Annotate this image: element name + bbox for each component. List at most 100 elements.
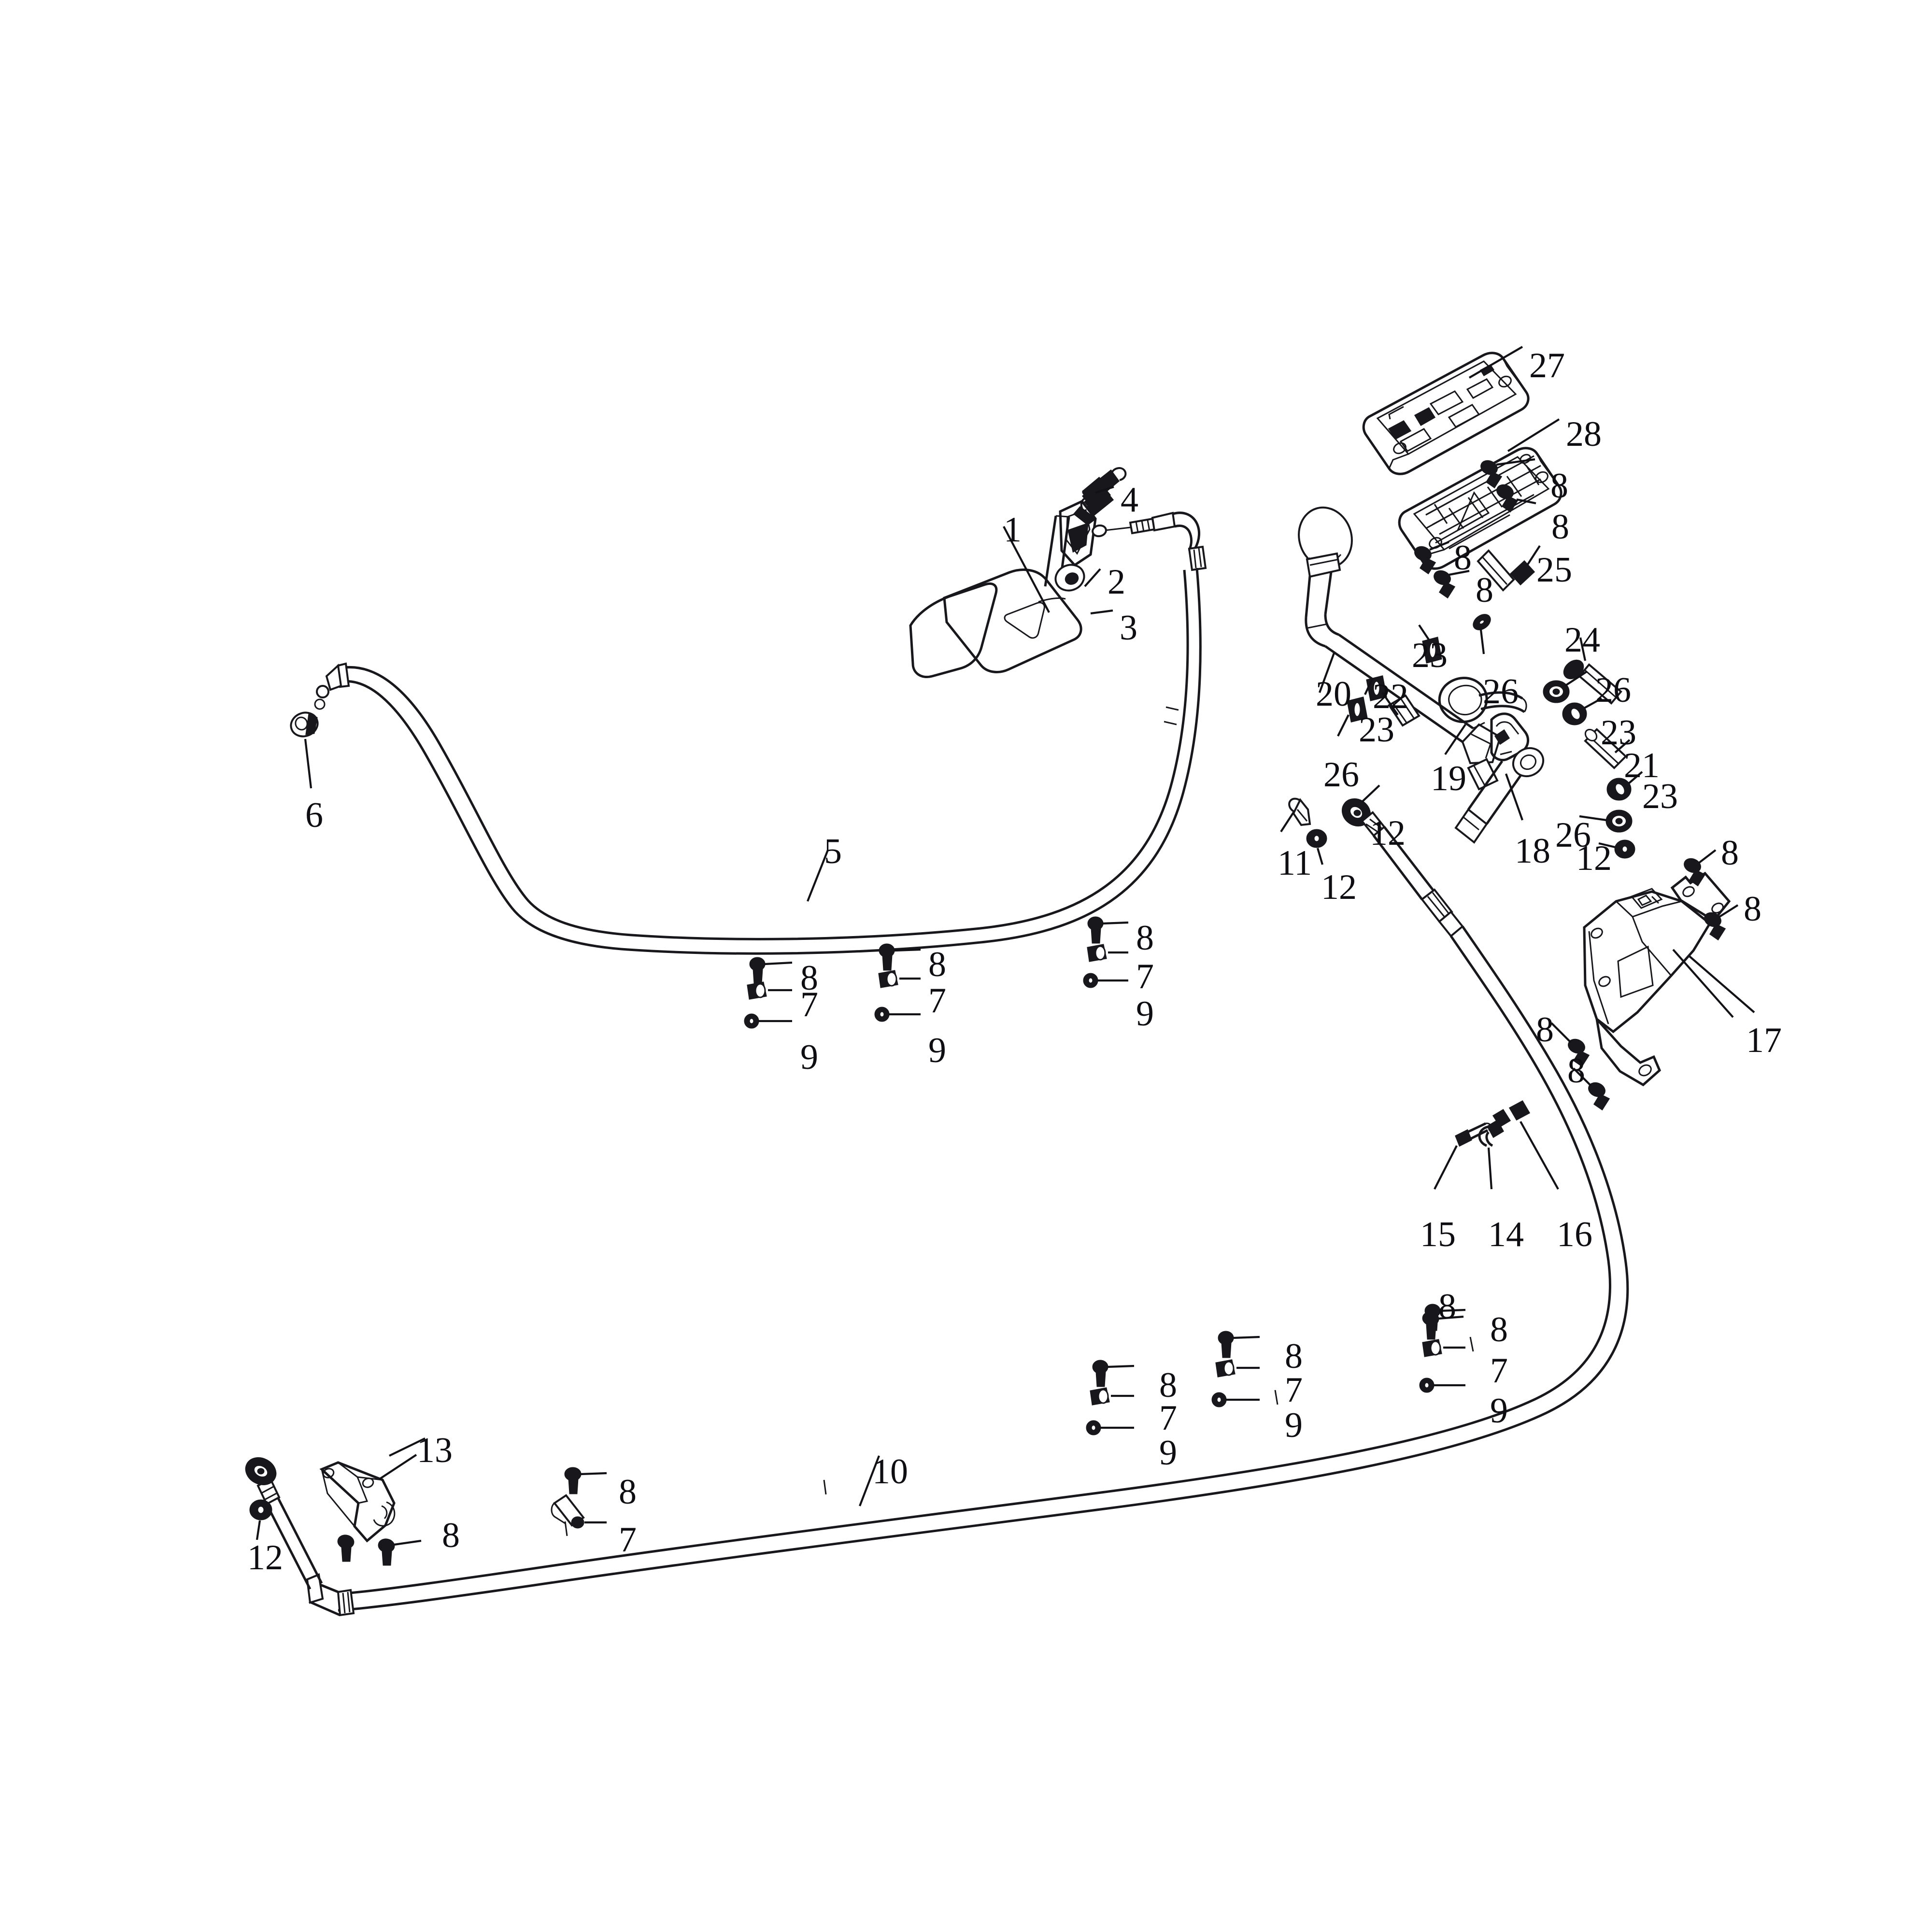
callout-8-n: 8 [619, 1472, 637, 1512]
hardware-cluster-upper-left [744, 957, 793, 1029]
callout-7-f: 7 [1285, 1370, 1303, 1410]
callout-23-b: 23 [1359, 710, 1394, 750]
callout-9-c: 9 [1136, 994, 1154, 1034]
callout-7-e: 7 [1159, 1398, 1177, 1438]
callout-8-m: 8 [442, 1516, 460, 1555]
callout-8-b: 8 [928, 945, 946, 984]
callout-11: 11 [1278, 843, 1312, 883]
callout-20: 20 [1316, 674, 1351, 714]
callout-8-a: 8 [800, 958, 818, 998]
callout-12-b: 12 [1370, 813, 1406, 853]
callout-7-a: 7 [800, 985, 818, 1024]
leader-3 [1090, 609, 1113, 615]
leader-10 [859, 1455, 880, 1506]
leader-1 [1003, 526, 1050, 613]
callout-8-g: 8 [1476, 570, 1493, 610]
callout-9-d: 9 [1159, 1433, 1177, 1473]
leader-18 [1505, 773, 1523, 821]
part-shifter-base-plate [1362, 352, 1530, 475]
part-shifter-trim-bezel [1398, 447, 1563, 570]
hardware-pivot-set [1337, 545, 1643, 859]
callout-8-j: 8 [1536, 1010, 1554, 1050]
callout-8-p: 8 [1285, 1336, 1303, 1376]
hardware-shifter-bolts [1414, 458, 1536, 599]
callout-8-l: 8 [1438, 1287, 1456, 1326]
hardware-cluster-lower-b [1211, 1331, 1260, 1407]
callout-12-a: 12 [1321, 867, 1357, 907]
callout-6: 6 [305, 796, 323, 835]
callout-25: 25 [1536, 550, 1572, 590]
part-shift-lever-boot-retainer [1438, 677, 1527, 723]
leader-6 [304, 739, 313, 789]
callout-22: 22 [1373, 677, 1408, 716]
callout-5: 5 [824, 832, 842, 871]
leader-17 [1689, 955, 1755, 1013]
callout-21: 21 [1624, 746, 1660, 785]
leader-28 [1507, 418, 1560, 452]
callout-14: 14 [1488, 1215, 1524, 1254]
callout-7-d: 7 [619, 1520, 637, 1560]
leader-lines [304, 346, 1755, 1506]
part-shift-cable-mounting-bracket [1422, 849, 1739, 1340]
callout-8-f: 8 [1454, 538, 1472, 578]
hardware-cluster-upper-middle [874, 943, 921, 1022]
callout-10: 10 [872, 1452, 908, 1492]
callout-18: 18 [1515, 831, 1550, 871]
callout-19: 19 [1431, 759, 1466, 798]
part-accelerator-pedal-arm [909, 499, 1097, 678]
hardware-cluster-lower-c [1419, 1304, 1466, 1393]
callout-8-d: 8 [1550, 466, 1568, 506]
callout-8-c: 8 [1136, 918, 1154, 958]
callout-26-a: 26 [1483, 672, 1519, 711]
callout-26-b: 26 [1595, 670, 1631, 710]
part-return-spring [1073, 467, 1127, 526]
callout-23-c: 23 [1601, 713, 1636, 753]
leader-13 [389, 1437, 426, 1457]
leader-19 [1444, 724, 1466, 755]
leader-4 [1095, 485, 1114, 494]
part-throttle-cable-front [290, 511, 1207, 955]
callout-8-h: 8 [1721, 833, 1739, 873]
callout-7-g: 7 [1490, 1351, 1508, 1391]
leader-5 [807, 850, 829, 902]
callout-26-d: 26 [1555, 815, 1591, 855]
callout-12-c: 12 [1576, 838, 1612, 878]
callout-7-c: 7 [1136, 957, 1154, 996]
part-shift-selector-lever [1454, 712, 1545, 844]
callout-9-a: 9 [800, 1037, 818, 1077]
callout-8-i: 8 [1744, 889, 1762, 929]
callout-23-a: 23 [1412, 636, 1448, 675]
callout-9-f: 9 [1490, 1391, 1508, 1431]
callout-17: 17 [1746, 1021, 1782, 1060]
callout-27: 27 [1529, 346, 1565, 385]
callout-16: 16 [1557, 1215, 1592, 1254]
callout-2: 2 [1108, 562, 1125, 602]
callout-8-k: 8 [1567, 1051, 1585, 1091]
part-shift-cable-lower [245, 784, 1629, 1617]
part-cable-mount-bracket [319, 1454, 422, 1566]
callout-1: 1 [1004, 510, 1022, 550]
callout-8-e: 8 [1551, 507, 1569, 547]
leader-2 [1084, 568, 1101, 587]
callout-8-q: 8 [1490, 1310, 1508, 1350]
hardware-cluster-lower-a [1086, 1360, 1135, 1435]
hardware-adjuster [1280, 797, 1327, 865]
leader-22 [1381, 692, 1399, 716]
callout-28: 28 [1566, 414, 1602, 454]
callout-23-d: 23 [1642, 777, 1678, 816]
hardware-cable-retainers [1434, 1100, 1559, 1190]
callout-3: 3 [1120, 608, 1137, 648]
leader-27 [1468, 346, 1523, 379]
callout-26-c: 26 [1323, 755, 1359, 795]
hardware-cluster-upper-right [1083, 916, 1129, 988]
callout-7-b: 7 [928, 981, 946, 1021]
callout-15: 15 [1420, 1215, 1456, 1254]
leader-20 [1319, 653, 1335, 693]
callout-8-o: 8 [1159, 1365, 1177, 1405]
callout-9-e: 9 [1285, 1406, 1303, 1445]
callout-13: 13 [417, 1431, 453, 1470]
callout-12-d: 12 [247, 1538, 283, 1577]
callout-24: 24 [1564, 620, 1600, 660]
